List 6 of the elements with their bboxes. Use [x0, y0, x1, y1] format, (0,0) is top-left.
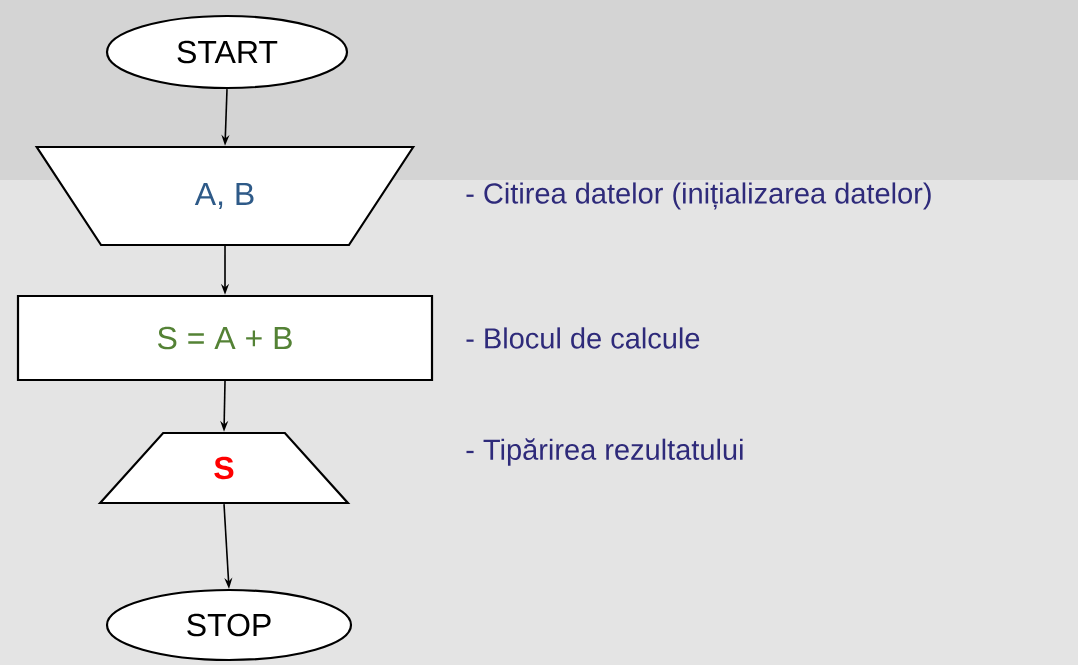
- stop-oval: STOP: [105, 588, 353, 662]
- step-description: - Citirea datelor (inițializarea datelor): [466, 182, 931, 210]
- step-description: - Tipărirea rezultatului: [466, 438, 743, 466]
- step-description: - Blocul de calcule: [466, 327, 700, 349]
- start-oval: START: [105, 14, 349, 90]
- process-box: S = A + B: [16, 294, 434, 382]
